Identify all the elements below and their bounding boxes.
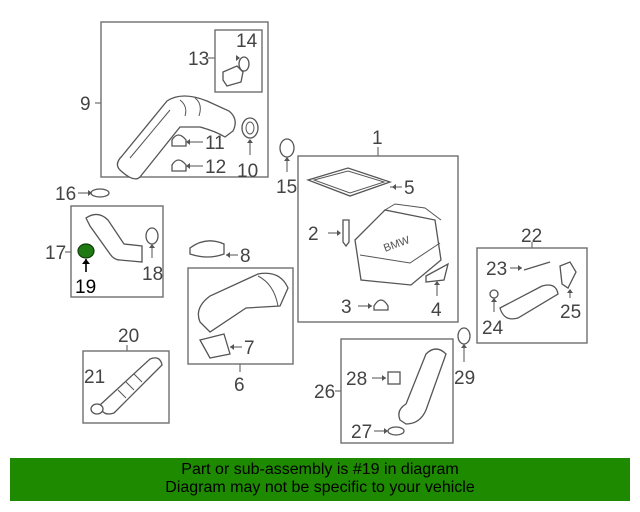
banner-line-1: Part or sub-assembly is #19 in diagram xyxy=(181,461,459,478)
callout-29[interactable]: 29 xyxy=(454,368,475,389)
grommet-8: 8 xyxy=(189,240,251,267)
intake-pipe-9 xyxy=(116,95,236,180)
hose-17 xyxy=(85,213,143,263)
callout-26[interactable]: 26 xyxy=(314,382,335,403)
callout-27[interactable]: 27 xyxy=(351,422,372,443)
bracket-4 xyxy=(425,262,449,283)
seal-10 xyxy=(241,117,259,139)
grommet-12 xyxy=(171,159,187,172)
clamp-15: 15 xyxy=(276,138,297,198)
group-20-frame xyxy=(82,350,170,424)
callout-11[interactable]: 11 xyxy=(205,133,225,154)
part-19-highlighted[interactable] xyxy=(77,243,95,259)
group-9-frame xyxy=(100,21,269,178)
clamp-21 xyxy=(90,403,104,415)
callout-20[interactable]: 20 xyxy=(118,326,139,347)
clip-28 xyxy=(387,371,401,385)
filter-element-5 xyxy=(305,167,393,197)
seal-27 xyxy=(387,426,405,436)
group-26-pipe: 26 28 27 xyxy=(314,338,454,444)
callout-1[interactable]: 1 xyxy=(372,128,383,149)
callout-2[interactable]: 2 xyxy=(308,224,319,245)
callout-15[interactable]: 15 xyxy=(276,177,297,198)
callout-24[interactable]: 24 xyxy=(482,318,504,339)
parts-diagram: 9 13 14 10 11 12 15 1 5 2 xyxy=(45,21,588,444)
callout-25[interactable]: 25 xyxy=(560,302,581,323)
callout-10[interactable]: 10 xyxy=(237,161,258,182)
callout-12[interactable]: 12 xyxy=(205,157,226,178)
group-17-hose: 16 17 18 19 xyxy=(45,184,164,298)
duct-6 xyxy=(197,272,289,333)
callout-6[interactable]: 6 xyxy=(234,375,245,396)
grommet-3 xyxy=(373,299,389,311)
banner-line-2: Diagram may not be specific to your vehi… xyxy=(165,479,475,496)
grommet-11 xyxy=(171,134,187,147)
callout-16[interactable]: 16 xyxy=(55,184,76,205)
group-6-duct: 7 6 xyxy=(187,267,294,396)
seal-18 xyxy=(145,227,159,245)
info-banner: Part or sub-assembly is #19 in diagram D… xyxy=(10,458,630,501)
rod-23 xyxy=(523,261,551,271)
callout-14[interactable]: 14 xyxy=(236,31,258,52)
callout-28[interactable]: 28 xyxy=(346,369,367,390)
callout-22[interactable]: 22 xyxy=(521,226,542,247)
screw-2 xyxy=(342,219,350,248)
callout-17[interactable]: 17 xyxy=(45,243,66,264)
callout-18[interactable]: 18 xyxy=(142,264,163,285)
callout-23[interactable]: 23 xyxy=(486,259,507,280)
pipe-26 xyxy=(398,348,447,425)
seal-7 xyxy=(199,333,231,359)
clamp-29: 29 xyxy=(454,327,475,389)
sensor-25 xyxy=(559,261,577,289)
callout-7[interactable]: 7 xyxy=(244,338,255,359)
callout-19[interactable]: 19 xyxy=(75,277,96,298)
callout-13[interactable]: 13 xyxy=(188,49,209,70)
resonator-20 xyxy=(99,357,163,415)
callout-3[interactable]: 3 xyxy=(341,297,352,318)
callout-5[interactable]: 5 xyxy=(404,178,415,199)
group-22-duct: 22 23 25 24 xyxy=(476,226,588,344)
sensor-13 xyxy=(222,65,244,87)
duct-22 xyxy=(499,284,559,320)
group-9-intake-pipe: 9 13 14 10 11 12 xyxy=(80,21,269,182)
group-13-14-subframe xyxy=(214,29,263,93)
callout-9[interactable]: 9 xyxy=(80,94,91,115)
lead-arrowheads xyxy=(82,55,573,434)
callout-4[interactable]: 4 xyxy=(431,300,442,321)
seal-16 xyxy=(90,188,110,198)
callout-21[interactable]: 21 xyxy=(84,367,105,388)
callout-8[interactable]: 8 xyxy=(240,246,251,267)
group-20-resonator: 20 21 xyxy=(82,326,170,424)
group-1-air-cleaner: 1 5 2 BMW 4 3 xyxy=(297,128,459,323)
clip-24 xyxy=(489,289,499,299)
